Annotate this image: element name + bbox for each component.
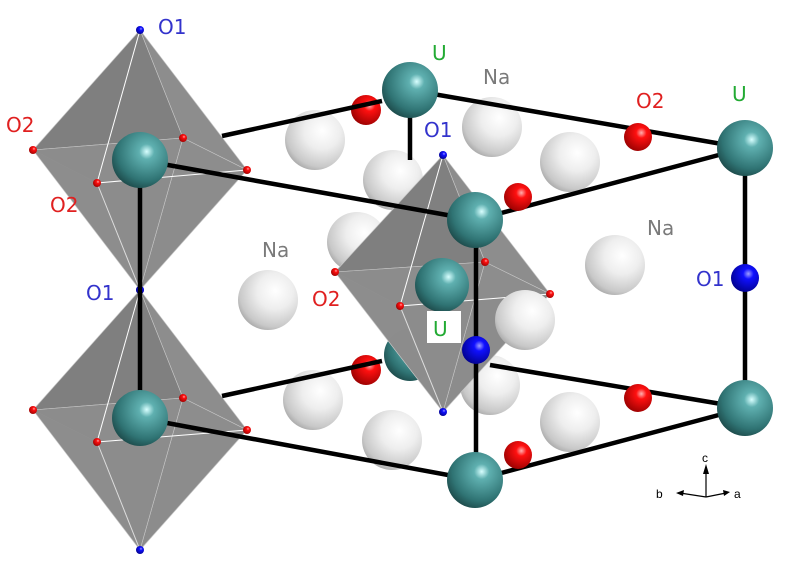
o1-vertex-atom [136, 546, 144, 554]
bond-line [489, 362, 746, 411]
a-axis-arrow-icon [723, 490, 730, 496]
u-atom [415, 258, 469, 312]
o2-vertex-atom [29, 146, 37, 154]
atom-label-o1-right: O1 [696, 267, 724, 291]
na-atom [285, 110, 345, 170]
na-atom [540, 392, 600, 452]
o2-vertex-atom [93, 179, 101, 187]
o1-atom [462, 336, 490, 364]
o2-vertex-atom [243, 426, 251, 434]
na-atom [283, 370, 343, 430]
o2-atom [504, 441, 532, 469]
axis-indicator: c b a [656, 451, 741, 501]
bond-line [221, 358, 383, 399]
atom-label-o1-mid: O1 [424, 118, 452, 142]
na-atom [462, 97, 522, 157]
atom-label-u-top-mid: U [432, 41, 447, 65]
u-atom [382, 62, 438, 118]
o1-vertex-atom [439, 408, 447, 416]
o2-vertex-atom [546, 290, 554, 298]
bond-line [139, 157, 476, 223]
atom-label-na-left: Na [262, 238, 289, 262]
bond-line [409, 87, 746, 151]
o1-vertex-atom [136, 26, 144, 34]
u-atom [717, 380, 773, 436]
atom-label-o2-mid: O2 [312, 287, 340, 311]
o2-vertex-atom [179, 134, 187, 142]
o2-atom [351, 95, 381, 125]
a-axis-line [705, 492, 727, 498]
b-axis-arrow-icon [676, 490, 684, 496]
b-axis-line [679, 492, 707, 498]
u-atom [717, 120, 773, 176]
atom-label-o2-top-right: O2 [636, 89, 664, 113]
atom-label-o1-top-left: O1 [158, 15, 186, 39]
o2-vertex-atom [481, 258, 489, 266]
na-atom [238, 270, 298, 330]
o2-vertex-atom [331, 268, 339, 276]
o1-atom [731, 264, 759, 292]
o2-vertex-atom [396, 302, 404, 310]
u-atom [447, 452, 503, 508]
o2-atom [624, 123, 652, 151]
atom-label-o2-left: O2 [6, 113, 34, 137]
na-atom [362, 410, 422, 470]
u-atom [112, 132, 168, 188]
atom-label-na-top: Na [483, 65, 510, 89]
atom-label-o2-left-lower: O2 [50, 193, 78, 217]
na-atom [540, 132, 600, 192]
na-atom [495, 290, 555, 350]
u-atom [112, 390, 168, 446]
c-axis-label: c [702, 451, 708, 465]
o1-vertex-atom [439, 151, 447, 159]
b-axis-label: b [656, 487, 663, 501]
o2-vertex-atom [243, 166, 251, 174]
o2-atom [504, 183, 532, 211]
u-atom [447, 192, 503, 248]
atom-label-u-center: U [433, 317, 448, 341]
o2-vertex-atom [93, 438, 101, 446]
o2-atom [351, 355, 381, 385]
atom-label-u-top-right: U [732, 82, 747, 106]
atom-label-na-right: Na [647, 216, 674, 240]
a-axis-label: a [734, 487, 741, 501]
o2-atom [624, 384, 652, 412]
o2-vertex-atom [179, 394, 187, 402]
c-axis-arrow-icon [703, 464, 709, 474]
atom-label-o1-left-mid: O1 [86, 281, 114, 305]
o2-vertex-atom [29, 406, 37, 414]
bond-line [139, 415, 476, 483]
na-atom [585, 235, 645, 295]
bond-line [221, 98, 383, 139]
